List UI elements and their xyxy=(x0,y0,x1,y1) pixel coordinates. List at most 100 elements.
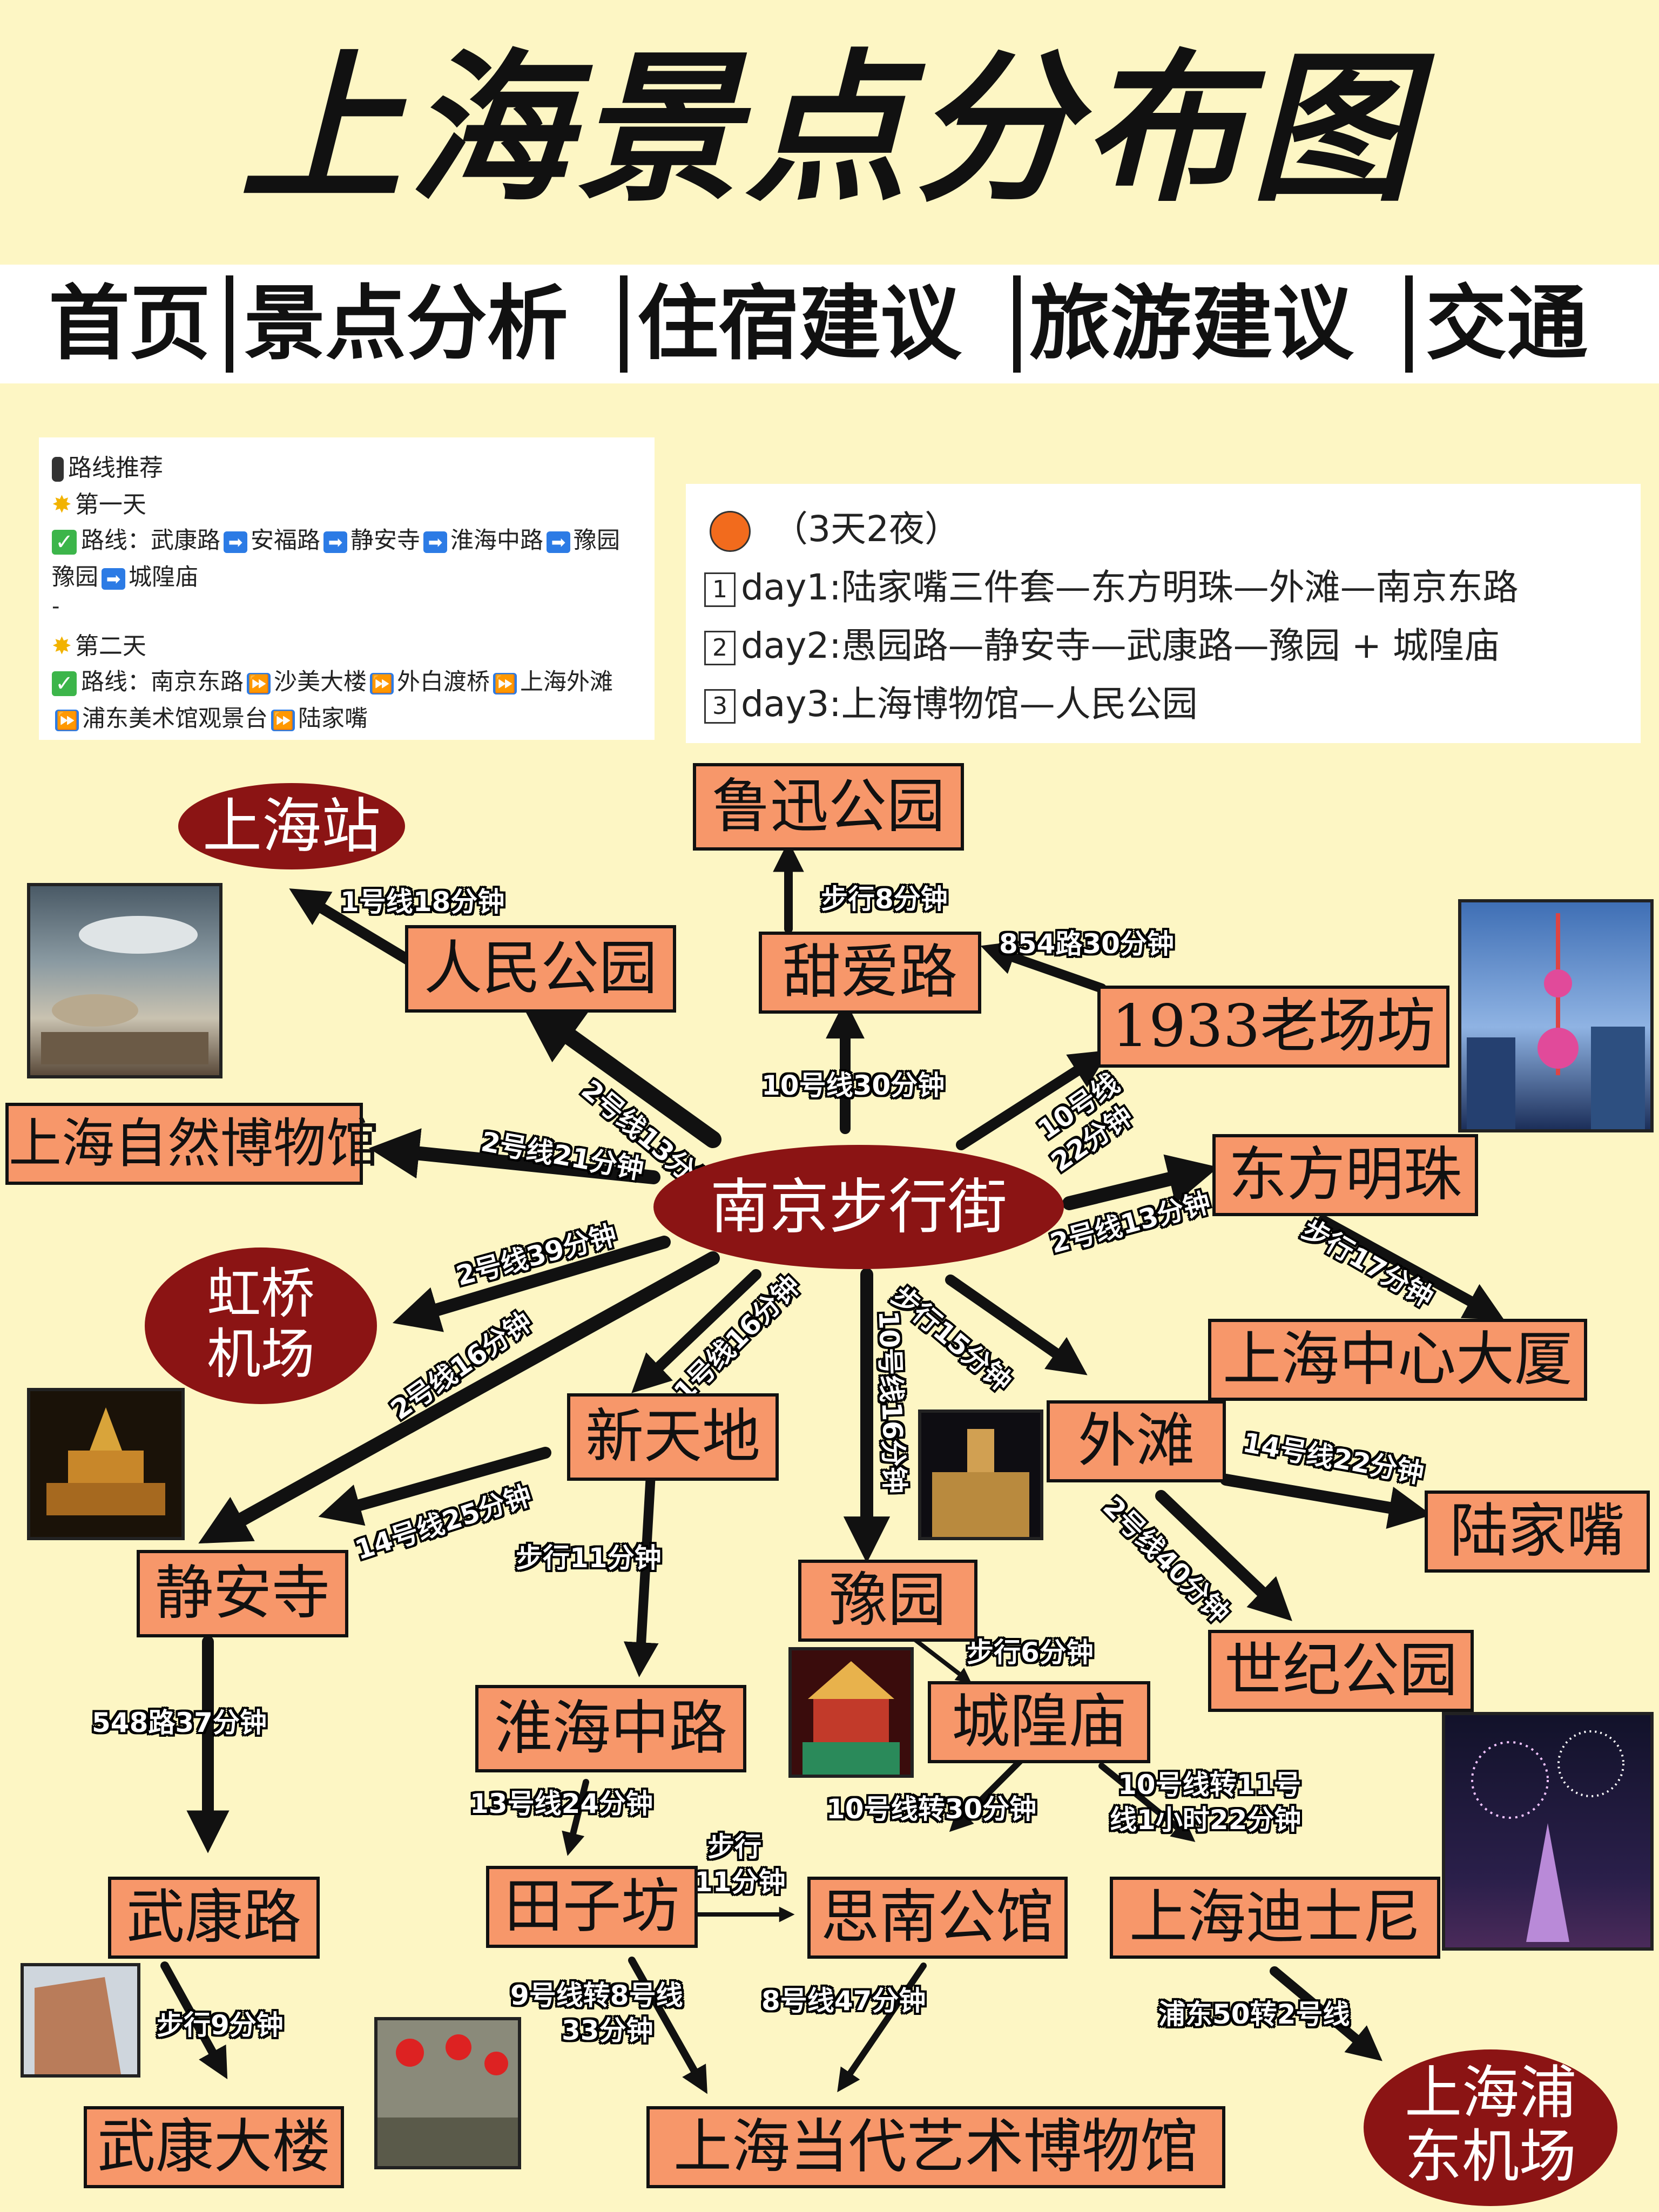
node-lujiazui: 陆家嘴 xyxy=(1425,1491,1650,1573)
node-huaihai-road: 淮海中路 xyxy=(475,1685,746,1772)
node-tianai-road: 甜爱路 xyxy=(759,932,981,1014)
disney-fireworks-photo xyxy=(1442,1712,1654,1951)
node-shanghai-tower: 上海中心大厦 xyxy=(1208,1319,1587,1401)
arrow-wukang-to-building xyxy=(160,1961,228,2080)
arrow-pearl-to-tower xyxy=(1318,1215,1505,1320)
nav-divider xyxy=(620,275,628,373)
nav-divider xyxy=(1013,275,1021,373)
fast-forward-icon: ⏩ xyxy=(271,709,295,731)
orange-circle-icon xyxy=(710,510,751,552)
edge-label: 步行8分钟 xyxy=(821,884,948,915)
nav-attractions[interactable]: 景点分析 xyxy=(244,277,569,371)
node-disney: 上海迪士尼 xyxy=(1110,1877,1440,1959)
arrow-center-to-hongqiao xyxy=(392,1236,671,1332)
arrow-chenghuang-to-sinan xyxy=(949,1757,1024,1832)
arrow-right-icon: ➡ xyxy=(323,531,347,553)
nav-transport[interactable]: 交通 xyxy=(1426,277,1588,371)
node-sinan-mansions: 思南公馆 xyxy=(807,1877,1068,1959)
arrow-bund-to-century xyxy=(1155,1490,1292,1621)
edge-label: 10号线转30分钟 xyxy=(826,1793,1037,1825)
edge-label: 浦东50转2号线 xyxy=(1158,1999,1350,2030)
route-panel: 路线推荐 ✸第一天 ✓路线：武康路➡安福路➡静安寺➡淮海中路➡豫园 豫园➡城隍庙… xyxy=(39,437,655,740)
arrow-center-to-xintiandi xyxy=(631,1269,761,1393)
tianzifang-photo xyxy=(374,2017,521,2169)
node-wukang-building: 武康大楼 xyxy=(84,2106,344,2188)
edge-label: 33分钟 xyxy=(562,2015,653,2046)
arrow-xintiandi-to-huaihai xyxy=(623,1469,659,1677)
edge-label: 13号线24分钟 xyxy=(470,1788,653,1819)
nav-home[interactable]: 首页 xyxy=(49,277,211,371)
arrow-bund-to-lujiazui xyxy=(1220,1474,1432,1529)
edge-label: 9号线转8号线 xyxy=(510,1980,683,2011)
node-wukang-road: 武康路 xyxy=(108,1877,320,1959)
fast-forward-icon: ⏩ xyxy=(55,709,79,731)
edge-label: 步行6分钟 xyxy=(967,1637,1094,1668)
day2-route: ✓路线：南京东路⏩沙美大楼⏩外白渡桥⏩上海外滩 xyxy=(52,663,613,697)
day1-title: ✸第一天 xyxy=(52,491,146,518)
arrow-huaihai-to-tianzifang xyxy=(562,1779,589,1856)
node-natural-museum: 上海自然博物馆 xyxy=(5,1103,379,1185)
day2-route-cont: ⏩浦东美术馆观景台⏩陆家嘴 xyxy=(52,700,368,733)
oriental-pearl-photo xyxy=(1458,899,1654,1132)
edge-label: 10号线转11号 xyxy=(1118,1769,1301,1800)
museum-photo xyxy=(27,883,222,1078)
nav-divider xyxy=(226,275,233,373)
arrow-right-icon: ➡ xyxy=(547,531,570,553)
node-bund: 外滩 xyxy=(1047,1400,1226,1482)
edge-label: 10号线30分钟 xyxy=(761,1070,945,1101)
edge-label: 8号线47分钟 xyxy=(761,1985,926,2017)
arrow-right-icon: ➡ xyxy=(224,531,247,553)
node-hongqiao-airport: 虹桥机场 xyxy=(145,1247,377,1404)
node-jingan-temple: 静安寺 xyxy=(137,1550,348,1637)
node-tianzifang: 田子坊 xyxy=(486,1866,698,1948)
arrow-disney-to-pudong xyxy=(1270,1966,1382,2061)
arrow-center-to-bund xyxy=(945,1274,1088,1375)
fast-forward-icon: ⏩ xyxy=(370,672,394,694)
node-yuyuan: 豫园 xyxy=(798,1560,977,1642)
check-icon: ✓ xyxy=(52,671,77,696)
node-oriental-pearl: 东方明珠 xyxy=(1212,1134,1478,1216)
day2-title: ✸第二天 xyxy=(52,632,146,660)
day1-route: ✓路线：武康路➡安福路➡静安寺➡淮海中路➡豫园 xyxy=(52,522,620,555)
edge-label: 1号线18分钟 xyxy=(340,886,505,918)
arrow-sinan-to-museum xyxy=(837,1963,927,2093)
arrow-center-to-1933 xyxy=(956,1050,1110,1150)
bund-night-photo xyxy=(918,1410,1043,1540)
nav-travel-tips[interactable]: 旅游建议 xyxy=(1029,277,1354,371)
sparkle-icon: ✸ xyxy=(52,491,72,518)
arrow-center-to-pearl xyxy=(1062,1154,1219,1210)
nav-divider xyxy=(1405,275,1413,373)
edge-label: 10号线16分钟 xyxy=(872,1310,911,1494)
node-pudong-airport: 上海浦东机场 xyxy=(1364,2049,1617,2206)
nav-hotels[interactable]: 住宿建议 xyxy=(637,277,962,371)
arrow-1933-to-tianai xyxy=(980,941,1107,993)
arrow-tianzifang-to-museum xyxy=(628,1957,707,2094)
edge-label: 步行9分钟 xyxy=(157,2009,284,2041)
node-power-station-art: 上海当代艺术博物馆 xyxy=(646,2106,1225,2188)
edge-label: 步行11分钟 xyxy=(516,1542,662,1574)
arrow-right-icon: ➡ xyxy=(423,531,447,553)
node-chenghuang-temple: 城隍庙 xyxy=(928,1681,1150,1763)
sparkle-icon: ✸ xyxy=(52,632,72,660)
node-center: 南京步行街 xyxy=(653,1145,1064,1269)
edge-label: 11分钟 xyxy=(694,1866,786,1898)
wukang-building-photo xyxy=(21,1963,140,2078)
fast-forward-icon: ⏩ xyxy=(247,672,271,694)
node-1933: 1933老场坊 xyxy=(1097,986,1449,1068)
check-icon: ✓ xyxy=(52,529,77,555)
fast-forward-icon: ⏩ xyxy=(493,672,517,694)
edge-label: 854路30分钟 xyxy=(999,928,1174,960)
nav-bar: 首页 景点分析 住宿建议 旅游建议 交通 xyxy=(0,265,1659,383)
jingan-temple-photo xyxy=(27,1388,185,1540)
dash: - xyxy=(52,594,60,619)
chenghuang-temple-photo xyxy=(788,1647,914,1778)
arrow-right-icon: ➡ xyxy=(102,568,125,590)
arrow-center-to-peoples xyxy=(520,1001,721,1148)
node-shanghai-station: 上海站 xyxy=(178,783,405,869)
node-xintiandi: 新天地 xyxy=(567,1393,779,1481)
arrow-center-to-jingan xyxy=(198,1251,720,1544)
